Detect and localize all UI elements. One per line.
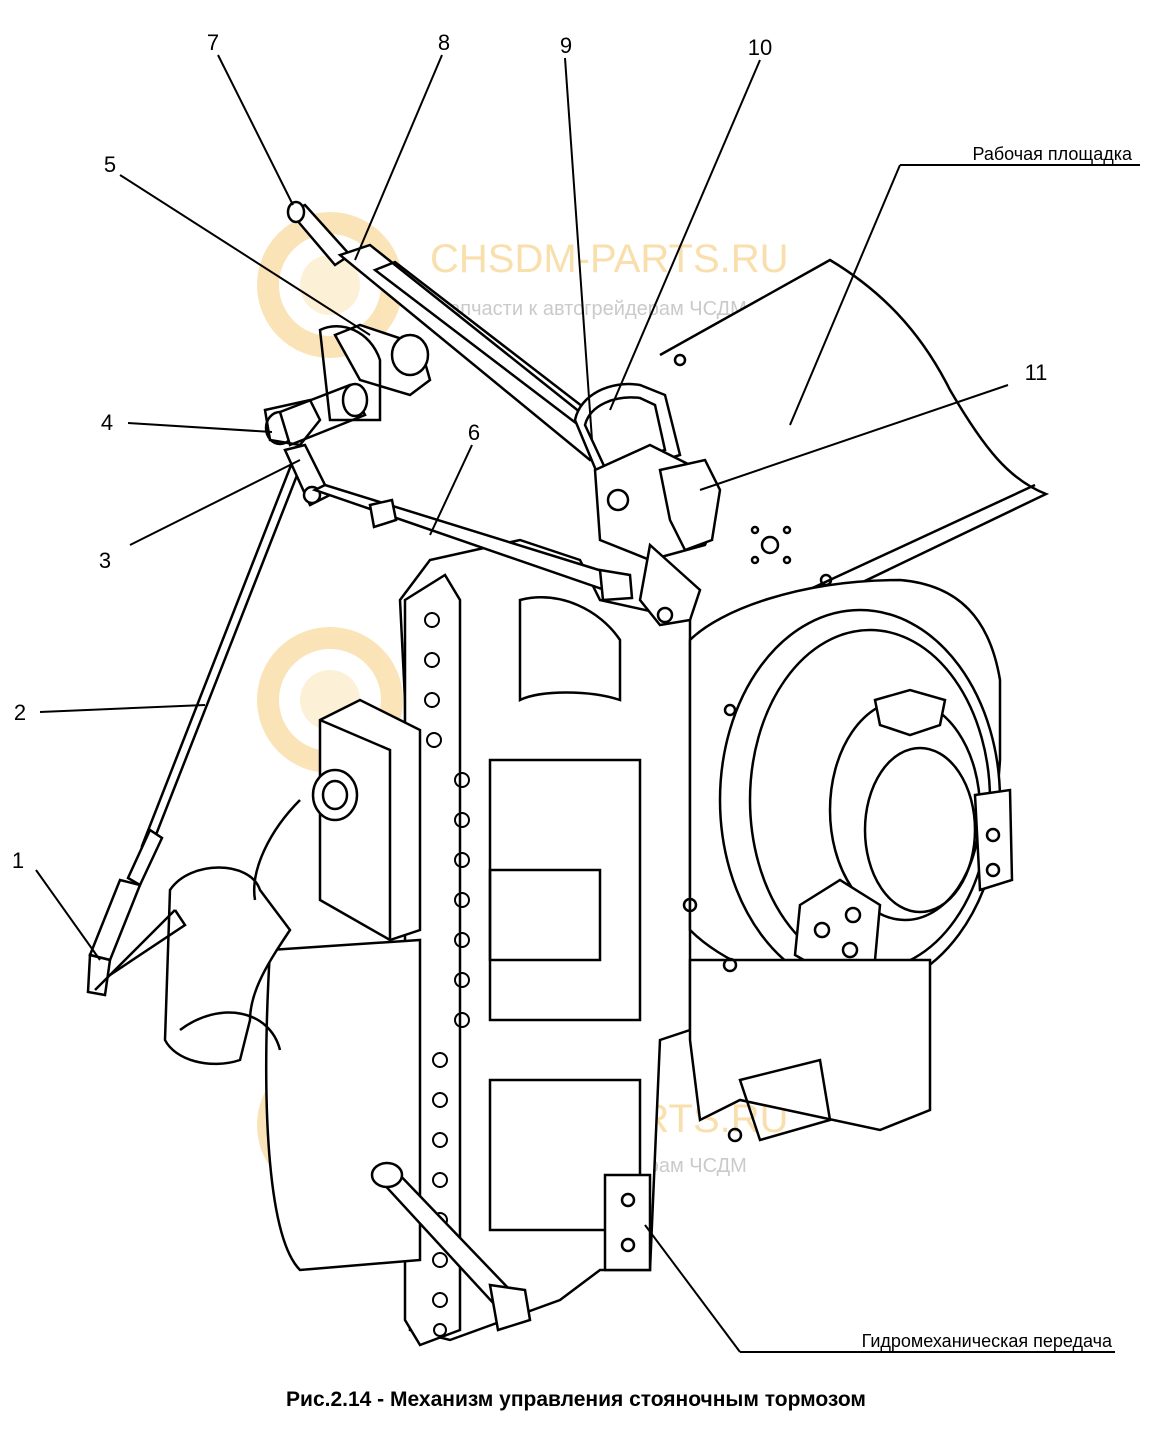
bell-housing <box>682 578 1014 1143</box>
leader-lines <box>35 54 1140 1353</box>
watermark-subtitle-top: запчасти к автогрейдерам ЧСДМ <box>440 298 747 320</box>
callout-8: 8 <box>438 30 450 55</box>
brake-rod-2 <box>86 453 305 997</box>
shaft-4 <box>263 382 369 447</box>
callout-5: 5 <box>104 152 116 177</box>
callout-3: 3 <box>99 548 111 573</box>
callout-2: 2 <box>14 700 26 725</box>
electric-box <box>252 698 422 942</box>
bracket-11 <box>658 458 722 552</box>
watermark-brand-top: CHSDM-PARTS.RU <box>430 237 789 281</box>
label-hydromechanical-transmission: Гидромеханическая передача <box>862 1331 1113 1351</box>
callout-11: 11 <box>1025 360 1048 385</box>
callout-10: 10 <box>748 35 772 60</box>
figure-caption: Рис.2.14 - Механизм управления стояночны… <box>286 1388 866 1411</box>
callout-7: 7 <box>207 30 219 55</box>
label-working-platform: Рабочая площадка <box>972 144 1133 164</box>
bracket-5 <box>318 323 432 422</box>
rod-6 <box>311 483 634 602</box>
callout-1: 1 <box>12 848 24 873</box>
lower-shift-lever <box>370 1161 532 1332</box>
callout-4: 4 <box>101 410 113 435</box>
callout-9: 9 <box>560 33 572 58</box>
callout-6: 6 <box>468 420 480 445</box>
